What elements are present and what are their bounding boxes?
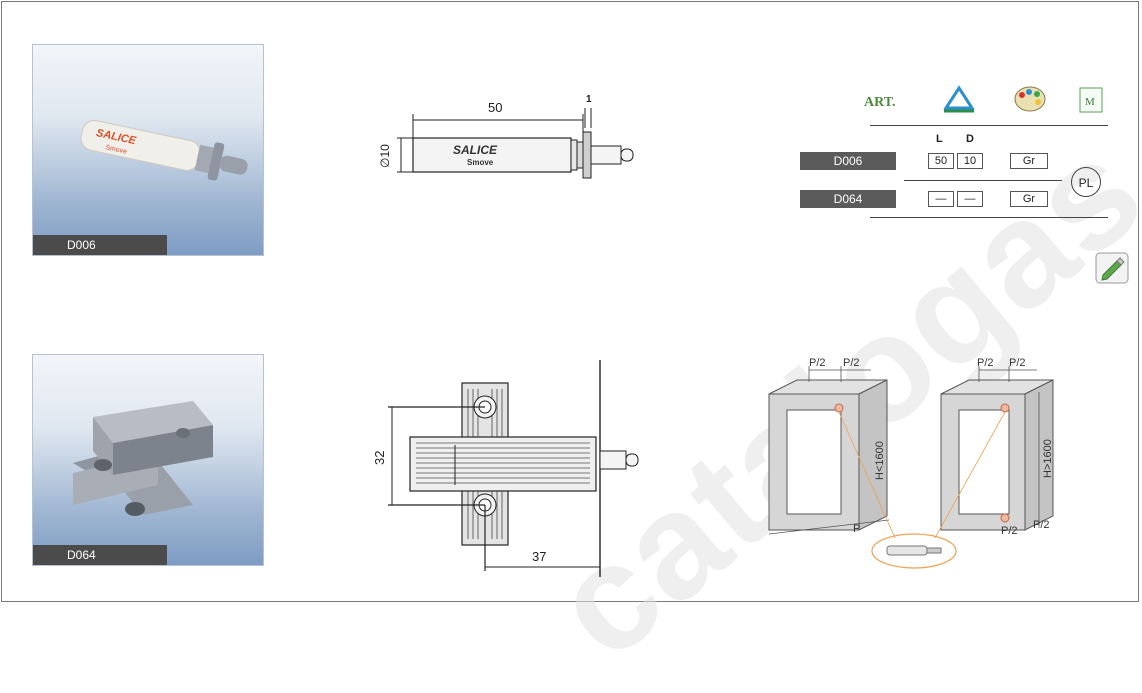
product-code-label: D006	[33, 235, 167, 255]
photo-model: Smove	[105, 144, 128, 155]
col-header-d: D	[966, 133, 974, 145]
dim-length: 50	[488, 100, 502, 115]
cell-diameter: —	[957, 191, 983, 207]
cell-color: Gr	[1010, 191, 1048, 207]
height-limit-label: H<1600	[874, 441, 886, 480]
product-photo-d064[interactable]: D064	[32, 354, 264, 566]
half-p-label: P/2	[809, 357, 826, 369]
installation-diagram: P/2 P/2 H<1600 P P/2 P/2 H>1600 P/2 P/2	[768, 357, 1054, 569]
cell-diameter: 10	[957, 153, 983, 169]
half-p-label: P/2	[1009, 357, 1026, 369]
adapter-bracket-image	[73, 401, 213, 516]
half-p-label: P/2	[1001, 525, 1018, 537]
dim-thickness: 1	[586, 94, 592, 105]
drawing-model: Smove	[467, 158, 494, 167]
drawing-brand: SALICE	[453, 143, 498, 157]
spec-row-code: D006	[800, 152, 896, 170]
cell-color: Gr	[1010, 153, 1048, 169]
cell-length: —	[928, 191, 954, 207]
material-icon[interactable]: M	[1078, 86, 1104, 114]
half-p-label: P/2	[977, 357, 994, 369]
dim-diameter: ∅10	[378, 144, 392, 168]
table-bottom-rule	[870, 217, 1108, 218]
material-badge: PL	[1071, 167, 1101, 197]
table-top-rule	[870, 125, 1108, 126]
half-p-label: P/2	[1033, 519, 1050, 531]
dim-offset: 37	[532, 549, 546, 564]
p-label: P	[853, 523, 860, 535]
color-palette-icon[interactable]	[1012, 82, 1048, 114]
table-row-rule	[904, 180, 1062, 181]
technical-drawing-d064: 32 37	[372, 360, 639, 577]
art-icon-label: ART.	[864, 95, 896, 110]
cell-length: 50	[928, 153, 954, 169]
dim-height: 32	[372, 451, 387, 465]
dimensions-icon[interactable]	[942, 84, 976, 114]
smove-damper-image: SALICE Smove	[80, 120, 248, 181]
height-limit-label: H>1600	[1042, 439, 1054, 478]
adapter-body	[409, 436, 597, 492]
product-code-label: D064	[33, 545, 167, 565]
half-p-label: P/2	[843, 357, 860, 369]
spec-row-code: D064	[800, 190, 896, 208]
art-icon[interactable]: ART.	[862, 84, 896, 114]
pencil-icon[interactable]	[1095, 252, 1129, 284]
product-photo-d006[interactable]: SALICE Smove D006	[32, 44, 264, 256]
col-header-l: L	[936, 133, 943, 145]
technical-drawing-d006: 50 1 SALICE Smove ∅10	[378, 94, 634, 179]
material-icon-label: M	[1085, 96, 1095, 108]
page-frame	[1, 1, 1139, 602]
